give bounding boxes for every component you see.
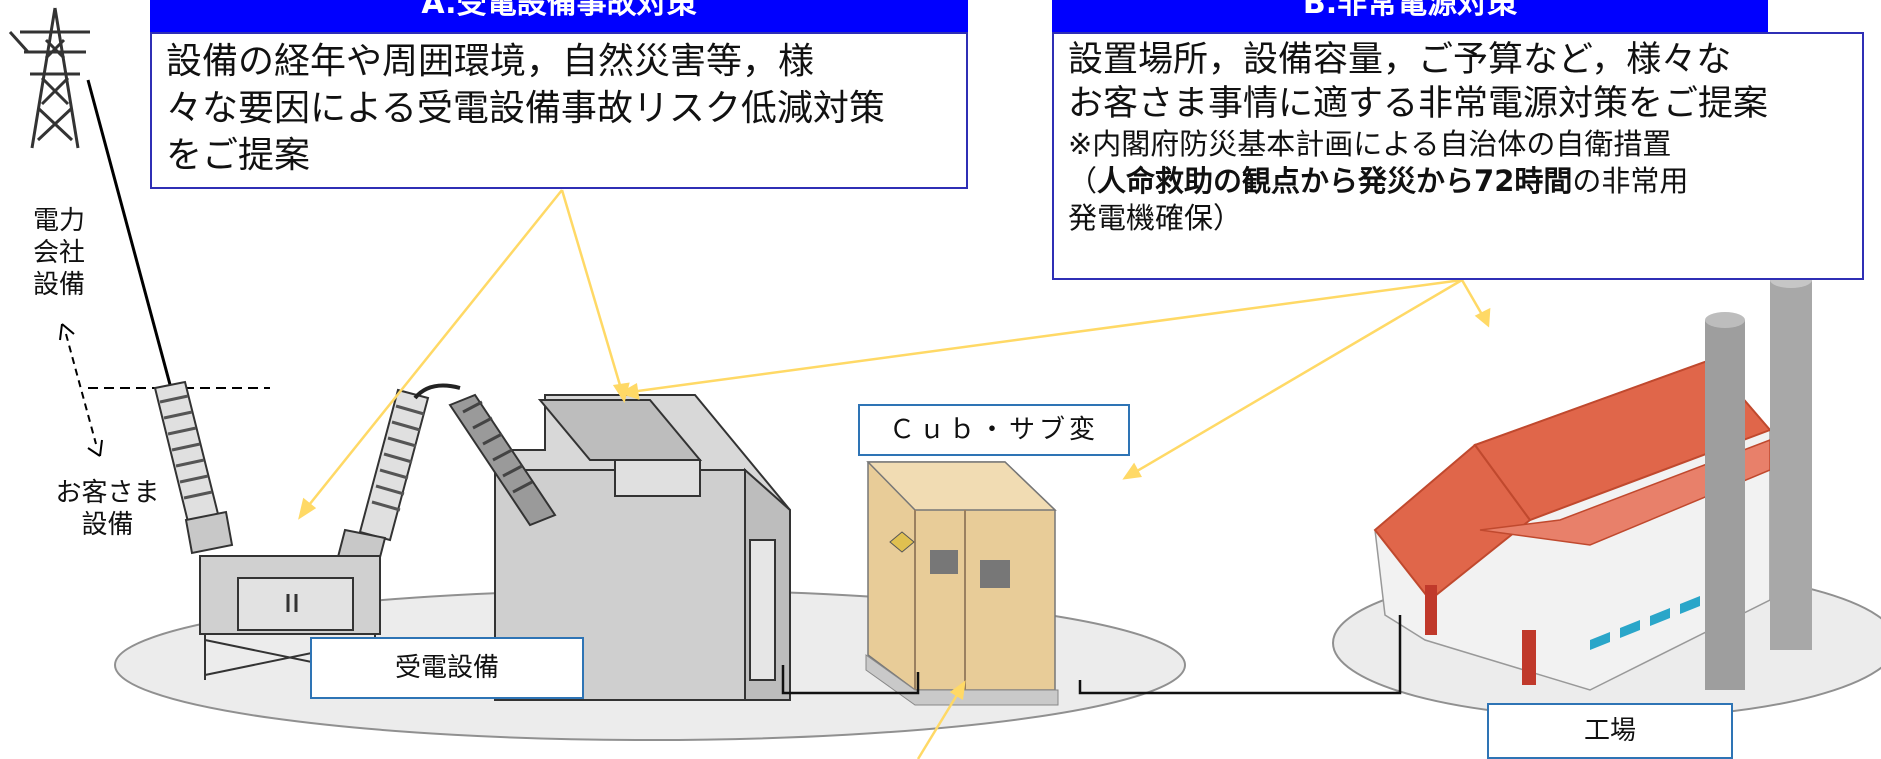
box-a-line-1: 設備の経年や周囲環境，自然災害等，様 — [166, 41, 815, 82]
arrow-a-to-switchgear — [304, 189, 563, 511]
box-b-note-2: （人命救助の観点から発災から72時間の非常用 — [1068, 163, 1848, 200]
utility-label-line: 設備 — [32, 270, 85, 300]
arrow-b-to-factory — [1460, 279, 1486, 319]
arrow-b-to-transformer — [629, 278, 1463, 394]
note-2-bold: 人命救助の観点から発災から72時間 — [1097, 164, 1573, 198]
arrow-head — [1474, 307, 1491, 328]
header-a: A.受電設備事故対策 — [150, 0, 968, 32]
customer-label-line: お客さま — [55, 478, 160, 508]
description-box-a: 設備の経年や周囲環境，自然災害等，様 々な要因による受電設備事故リスク低減対策 … — [150, 32, 968, 189]
arrow-from-bottom-to-cubicle — [916, 689, 962, 759]
header-b: B.非常電源対策 — [1052, 0, 1768, 32]
cable-cubicle-to-factory — [1078, 615, 1402, 695]
connecting-cable — [413, 383, 461, 400]
box-a-line-3: をご提案 — [166, 135, 311, 176]
cubicle-cabinet — [865, 461, 1059, 706]
arrow-head — [1122, 462, 1142, 480]
utility-label-line: 会社 — [32, 238, 85, 268]
box-b-line-1: 設置場所，設備容量，ご予算など，様々な — [1068, 40, 1732, 80]
bushing-right — [336, 388, 430, 567]
arrow-group — [298, 189, 1491, 759]
cub-label: Ｃｕｂ・サブ変 — [858, 404, 1130, 456]
note-2-suffix: の非常用 — [1572, 164, 1689, 198]
box-a-line-2: 々な要因による受電設備事故リスク低減対策 — [166, 88, 885, 129]
arrow-b-to-cubicle — [1131, 278, 1463, 476]
arrow-head — [298, 497, 317, 520]
utility-label-line: 電力 — [32, 206, 85, 236]
transmission-line — [86, 79, 174, 393]
factory-building — [1373, 272, 1812, 691]
header-b-text: B.非常電源対策 — [1302, 0, 1518, 21]
receiving-equipment-label: 受電設備 — [310, 637, 584, 699]
box-b-note-1: ※内閣府防災基本計画による自治体の自衛措置 — [1068, 127, 1672, 161]
switchgear-cabinet — [199, 555, 381, 680]
arrow-head — [618, 383, 640, 400]
arrow-head-up — [59, 323, 75, 341]
header-a-text: A.受電設備事故対策 — [421, 0, 697, 21]
note-2-prefix: （ — [1068, 164, 1098, 198]
bushing-left — [153, 380, 234, 555]
factory-label: 工場 — [1487, 703, 1733, 759]
arrow-a-to-transformer — [560, 189, 624, 393]
transformer — [448, 393, 791, 701]
transmission-tower-icon — [8, 7, 90, 149]
description-box-b: 設置場所，設備容量，ご予算など，様々な お客さま事情に適する非常電源対策をご提案… — [1052, 32, 1864, 280]
box-b-line-2: お客さま事情に適する非常電源対策をご提案 — [1068, 84, 1769, 124]
utility-equipment-label: 電力 会社 設備 — [24, 205, 94, 301]
customer-equipment-label: お客さま 設備 — [45, 477, 170, 541]
box-b-note-3: 発電機確保） — [1068, 201, 1243, 235]
arrow-head-down — [87, 439, 103, 457]
arrow-head — [949, 680, 966, 701]
cable-transformer-to-cubicle — [781, 665, 920, 695]
customer-label-line: 設備 — [81, 510, 134, 540]
